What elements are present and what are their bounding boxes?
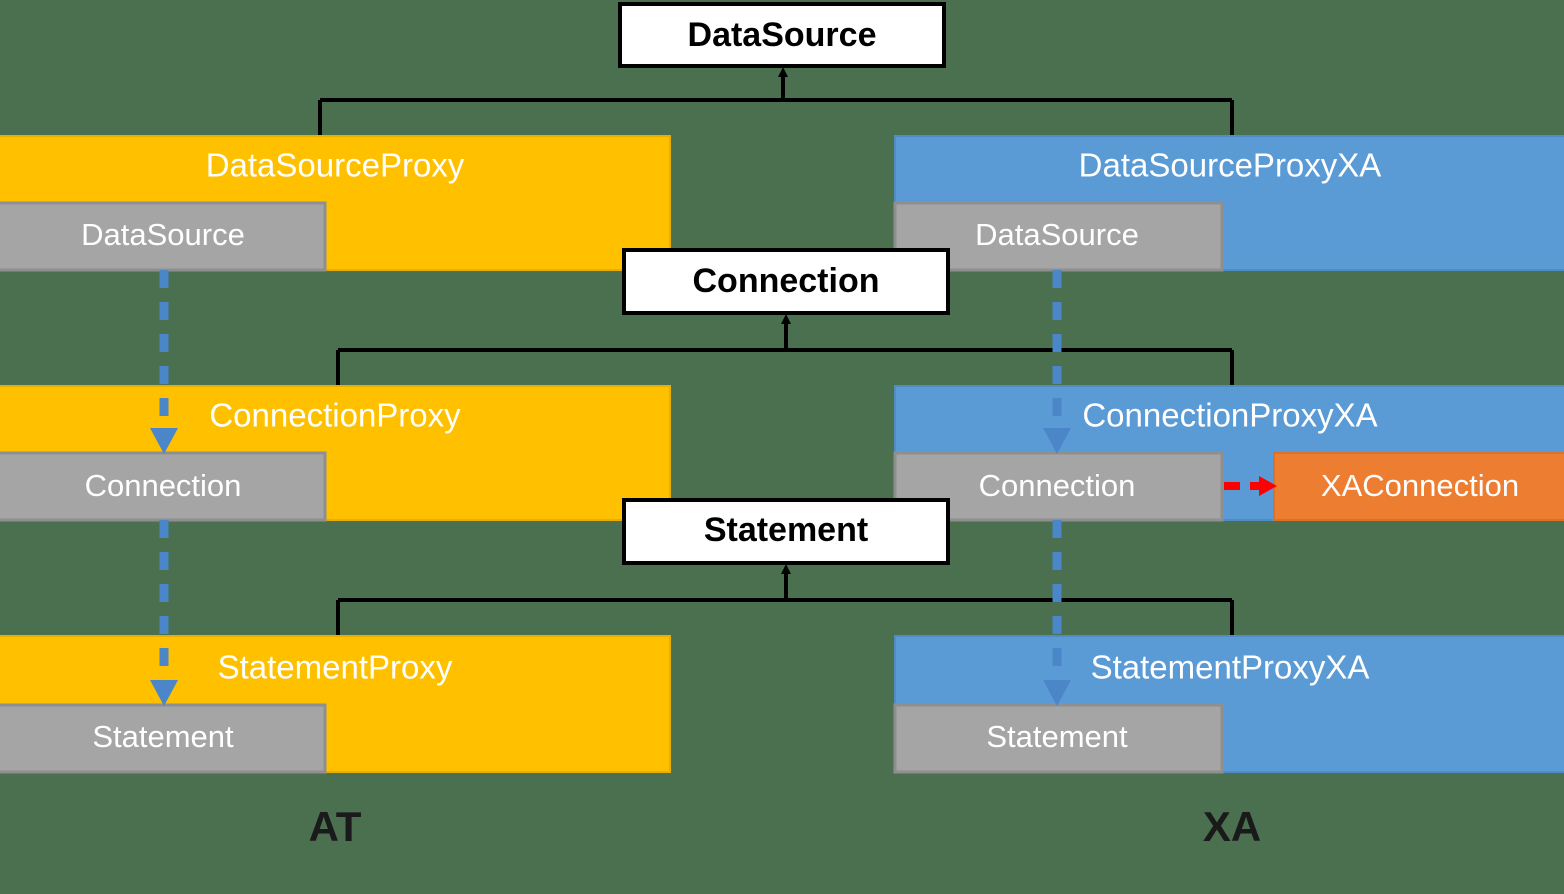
class-box-statementproxyxa[interactable]: StatementProxyXA Statement bbox=[893, 635, 1564, 774]
statement-interface-rect bbox=[622, 498, 950, 565]
inheritance-connector-statement bbox=[336, 564, 1234, 637]
datasourceproxyxa-title: DataSourceProxyXA bbox=[1079, 147, 1382, 184]
interface-box-datasource: DataSource bbox=[618, 2, 946, 68]
datasourceproxyxa-field-label: DataSource bbox=[975, 217, 1139, 252]
class-box-connectionproxy[interactable]: ConnectionProxy Connection bbox=[0, 385, 671, 522]
datasource-interface-rect bbox=[618, 2, 946, 68]
connection-interface-label: Connection bbox=[693, 262, 880, 300]
statementproxy-title: StatementProxy bbox=[218, 649, 453, 686]
inheritance-connector-connection bbox=[336, 314, 1234, 387]
xaconnection-label: XAConnection bbox=[1321, 468, 1519, 503]
connectionproxyxa-title: ConnectionProxyXA bbox=[1082, 397, 1377, 434]
datasourceproxy-field-label: DataSource bbox=[81, 217, 245, 252]
statementproxyxa-title: StatementProxyXA bbox=[1091, 649, 1370, 686]
datasourceproxy-title: DataSourceProxy bbox=[206, 147, 465, 184]
datasourceproxy-field-rect bbox=[0, 201, 327, 272]
class-box-statementproxy[interactable]: StatementProxy Statement bbox=[0, 635, 671, 774]
group-label-at: AT bbox=[309, 803, 362, 850]
xaconnection-rect[interactable] bbox=[1273, 452, 1564, 521]
connectionproxy-field-label: Connection bbox=[85, 468, 242, 503]
interface-box-connection: Connection bbox=[622, 248, 950, 315]
statementproxy-field-rect bbox=[0, 703, 327, 774]
statementproxyxa-field-label: Statement bbox=[986, 719, 1128, 754]
class-box-datasourceproxyxa[interactable]: DataSourceProxyXA DataSource bbox=[893, 135, 1564, 272]
connectionproxy-title: ConnectionProxy bbox=[209, 397, 461, 434]
connectionproxyxa-field-label: Connection bbox=[979, 468, 1136, 503]
inheritance-connector-datasource bbox=[318, 67, 1234, 137]
group-label-xa: XA bbox=[1203, 803, 1261, 850]
statement-interface-label: Statement bbox=[704, 511, 868, 549]
datasource-interface-label: DataSource bbox=[688, 16, 877, 54]
statementproxy-field-label: Statement bbox=[92, 719, 234, 754]
class-box-xaconnection[interactable]: XAConnection bbox=[1273, 452, 1564, 521]
interface-box-statement: Statement bbox=[622, 498, 950, 565]
class-box-datasourceproxy[interactable]: DataSourceProxy DataSource bbox=[0, 135, 671, 272]
connection-interface-rect bbox=[622, 248, 950, 315]
